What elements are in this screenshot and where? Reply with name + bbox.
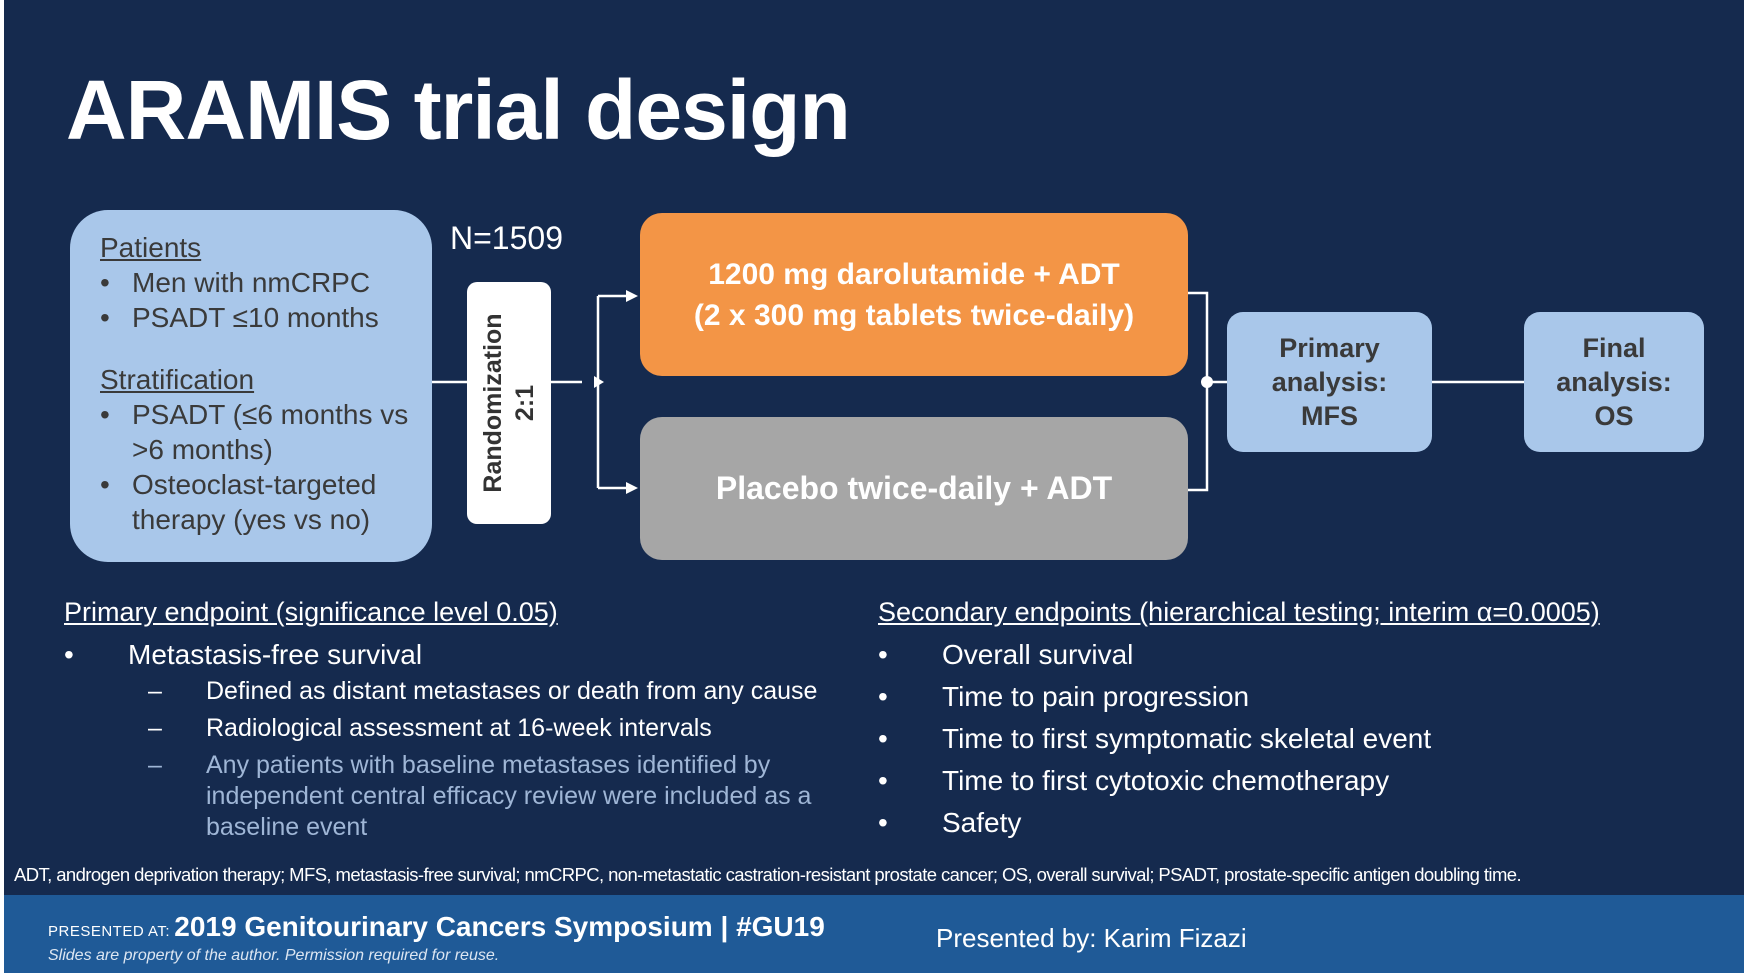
secondary-endpoint-text: Safety xyxy=(942,807,1022,838)
secondary-endpoint-text: Time to first symptomatic skeletal event xyxy=(942,723,1432,754)
presented-at: PRESENTED AT: 2019 Genitourinary Cancers… xyxy=(48,911,825,943)
bullet-marker: • xyxy=(64,639,74,670)
presented-at-label: PRESENTED AT: xyxy=(48,923,171,940)
rights-notice: Slides are property of the author. Permi… xyxy=(48,947,500,964)
randomization-box: Randomization 2:1 xyxy=(467,282,551,524)
dash-marker: – xyxy=(148,751,162,779)
patients-item: PSADT ≤10 months xyxy=(100,300,422,335)
final-analysis-line: Final xyxy=(1582,333,1646,363)
patients-heading: Patients xyxy=(100,232,202,263)
patients-list: Men with nmCRPC PSADT ≤10 months xyxy=(100,265,422,335)
bullet-marker: • xyxy=(878,765,888,796)
randomization-text: Randomization 2:1 xyxy=(477,283,541,523)
primary-analysis-box: Primary analysis: MFS xyxy=(1227,312,1432,452)
arm1-regimen: (2 x 300 mg tablets twice-daily) xyxy=(693,298,1135,332)
final-analysis-line: OS xyxy=(1594,401,1634,431)
secondary-endpoints-list: • Overall survival • Time to pain progress… xyxy=(878,638,1698,848)
primary-endpoint-subtext: Radiological assessment at 16-week inter… xyxy=(206,714,712,742)
secondary-endpoint-text: Time to first cytotoxic chemotherapy xyxy=(942,765,1390,796)
primary-endpoint-text: Metastasis-free survival xyxy=(128,639,423,670)
dash-marker: – xyxy=(148,677,162,705)
secondary-endpoint-text: Time to pain progression xyxy=(942,681,1250,712)
randomization-label: Randomization xyxy=(479,313,507,493)
primary-endpoint-heading: Primary endpoint (significance level 0.0… xyxy=(64,597,558,627)
slide-title: ARAMIS trial design xyxy=(66,63,851,157)
final-analysis-box: Final analysis: OS xyxy=(1524,312,1704,452)
abbreviations-footnote: ADT, androgen deprivation therapy; MFS, … xyxy=(14,864,1522,885)
final-analysis-line: analysis: xyxy=(1556,367,1672,397)
symposium-name: 2019 Genitourinary Cancers Symposium | #… xyxy=(174,911,825,942)
darolutamide-arm-box: 1200 mg darolutamide + ADT (2 x 300 mg t… xyxy=(640,213,1188,376)
patients-box: Patients Men with nmCRPC PSADT ≤10 month… xyxy=(70,210,432,562)
primary-endpoint-subitem: – Any patients with baseline metastases i… xyxy=(64,750,854,843)
arm2-label: Placebo twice-daily + ADT xyxy=(715,470,1113,506)
secondary-endpoints-heading: Secondary endpoints (hierarchical testin… xyxy=(878,597,1600,627)
primary-endpoint-subtext: Any patients with baseline metastases id… xyxy=(206,751,812,841)
stratification-heading: Stratification xyxy=(100,364,255,395)
placebo-arm-box: Placebo twice-daily + ADT xyxy=(640,417,1188,560)
primary-endpoint-subitem: – Defined as distant metastases or death … xyxy=(64,676,854,707)
secondary-endpoint-item: • Time to first symptomatic skeletal even… xyxy=(878,722,1698,756)
primary-endpoint-list: • Metastasis-free survival – Defined as di… xyxy=(64,638,854,849)
primary-endpoint-subtext: Defined as distant metastases or death f… xyxy=(206,677,818,705)
presenter-name: Presented by: Karim Fizazi xyxy=(936,923,1247,953)
primary-analysis-line: Primary xyxy=(1279,333,1380,363)
secondary-endpoint-text: Overall survival xyxy=(942,639,1134,670)
primary-endpoint-subitem: – Radiological assessment at 16-week inte… xyxy=(64,713,854,744)
bullet-marker: • xyxy=(878,807,888,838)
randomization-ratio: 2:1 xyxy=(511,384,539,422)
stratification-item: PSADT (≤6 months vs >6 months) xyxy=(100,397,422,467)
stratification-list: PSADT (≤6 months vs >6 months) Osteoclas… xyxy=(100,397,422,537)
arm1-dose: 1200 mg darolutamide + ADT xyxy=(708,257,1120,291)
presentation-banner: PRESENTED AT: 2019 Genitourinary Cancers… xyxy=(4,895,1744,973)
sample-size-label: N=1509 xyxy=(450,220,563,256)
patients-item: Men with nmCRPC xyxy=(100,265,422,300)
primary-analysis-line: analysis: xyxy=(1271,367,1388,397)
secondary-endpoint-item: • Time to first cytotoxic chemotherapy xyxy=(878,764,1698,798)
secondary-endpoint-item: • Time to pain progression xyxy=(878,680,1698,714)
bullet-marker: • xyxy=(878,639,888,670)
dash-marker: – xyxy=(148,714,162,742)
secondary-endpoint-item: • Overall survival xyxy=(878,638,1698,672)
secondary-endpoint-item: • Safety xyxy=(878,806,1698,840)
primary-endpoint-item: • Metastasis-free survival xyxy=(64,638,854,672)
stratification-item: Osteoclast-targeted therapy (yes vs no) xyxy=(100,467,422,537)
primary-analysis-line: MFS xyxy=(1301,401,1358,431)
bullet-marker: • xyxy=(878,723,888,754)
bullet-marker: • xyxy=(878,681,888,712)
